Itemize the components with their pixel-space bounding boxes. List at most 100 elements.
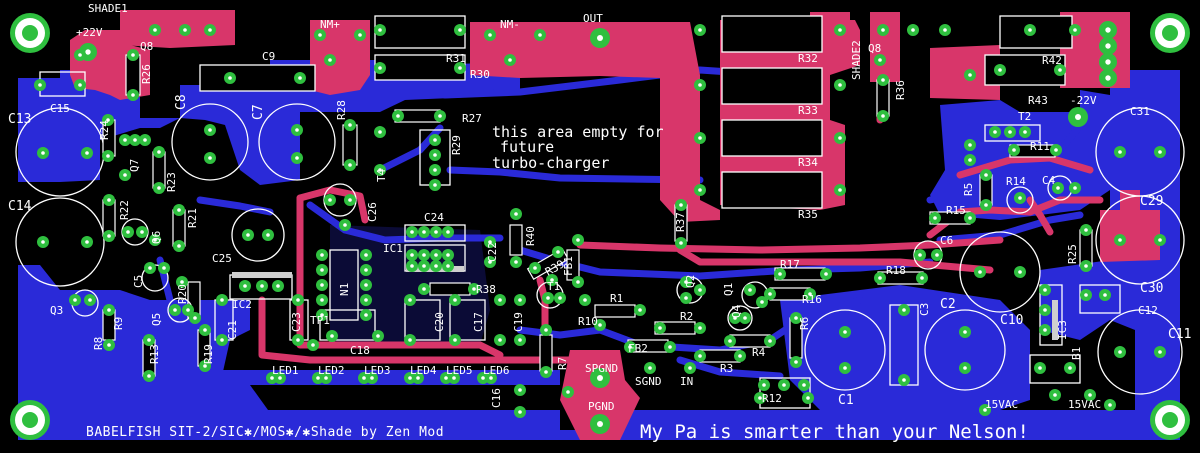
ref-r6: R6 [798,317,811,330]
drill-hole [295,156,299,160]
drill-hole [278,376,282,380]
drill-hole [738,354,742,358]
drill-hole [1158,350,1162,354]
drill-hole [838,28,842,32]
drill-hole [481,376,485,380]
ref-r33: R33 [798,104,818,117]
ref-ic1: IC1 [383,242,403,255]
ref-c5: C5 [132,275,145,288]
drill-hole [348,198,352,202]
drill-hole [881,28,885,32]
drill-hole [1012,148,1016,152]
drill-hole [396,114,400,118]
drill-hole [85,151,89,155]
ref-q4: Q4 [730,304,743,318]
drill-hole [153,28,157,32]
ref-r29: R29 [450,135,463,155]
drill-hole [1054,148,1058,152]
cap-c10-outline [959,231,1041,313]
drill-hole [330,334,334,338]
cap-c8-outline [171,103,249,181]
ref-b1: B1 [1070,347,1083,360]
drill-hole [984,203,988,207]
ref-c1: C1 [838,393,854,408]
drill-hole [1043,328,1047,332]
ic3-outline [1039,284,1063,346]
drill-hole [378,66,382,70]
drill-hole [1158,238,1162,242]
drill-hole [518,410,522,414]
ref-fb1: FB1 [562,256,575,276]
ref-r30: R30 [470,68,490,81]
ref-r20: R20 [176,284,189,304]
drill-hole [126,230,130,234]
drill-hole [173,308,177,312]
drill-hole [177,208,181,212]
ref-c10: C10 [1000,313,1023,328]
drill-hole [968,143,972,147]
ref-ic3: IC3 [1056,320,1069,340]
drill-hole [458,28,462,32]
drill-hole [106,154,110,158]
drill-hole [806,396,810,400]
drill-hole [434,253,438,257]
drill-hole [498,338,502,342]
drill-hole [316,376,320,380]
cap-c1-outline [804,309,886,391]
ref-shade2: SHADE2 [850,40,863,80]
drill-hole [920,276,924,280]
ic-c20-outline [404,299,441,341]
ref-r27: R27 [462,112,482,125]
ref-r10: R10 [578,315,598,328]
drill-hole [422,287,426,291]
drill-hole [758,396,762,400]
ref-led5: LED5 [446,364,473,377]
ref-r2: R2 [680,310,693,323]
drill-hole [597,421,603,427]
drill-hole [684,296,688,300]
drill-hole [422,264,426,268]
drill-hole [1038,366,1042,370]
drill-hole [452,376,456,380]
drill-hole [107,308,111,312]
drill-hole [107,198,111,202]
res-r35-body [721,171,823,209]
net-label-nm-plus: NM+ [320,18,340,31]
drill-hole [320,283,324,287]
drill-hole [698,326,702,330]
drill-hole [453,338,457,342]
drill-hole [378,168,382,172]
drill-hole [968,73,972,77]
board-title: BABELFISH SIT-2/SIC✱/MOS✱/✱Shade by Zen … [86,425,444,440]
ref-r18: R18 [886,264,906,277]
drill-hole [123,173,127,177]
cap-c11-outline [1097,309,1183,395]
drill-hole [106,118,110,122]
mounting-hole-bottom-right [1150,400,1190,440]
drill-hole [902,378,906,382]
ref-c23: C23 [290,312,303,332]
cap-c2-outline [924,309,1006,391]
drill-hole [1118,238,1122,242]
ic-b1-outline [1029,354,1081,384]
drill-hole [1158,150,1162,154]
drill-hole [843,366,847,370]
drill-hole [376,334,380,338]
drill-hole [488,240,492,244]
drill-hole [1084,293,1088,297]
drill-hole [698,83,702,87]
drill-hole [968,216,972,220]
drill-hole [498,298,502,302]
drill-hole [518,338,522,342]
ref-led4: LED4 [410,364,437,377]
drill-hole [458,66,462,70]
drill-hole [1068,366,1072,370]
drill-hole [298,76,302,80]
drill-hole [364,253,368,257]
drill-hole [180,280,184,284]
drill-hole [78,83,82,87]
net-label-15vac-2: 15VAC [1068,398,1101,411]
drill-hole [143,138,147,142]
drill-hole [598,323,602,327]
drill-hole [434,264,438,268]
